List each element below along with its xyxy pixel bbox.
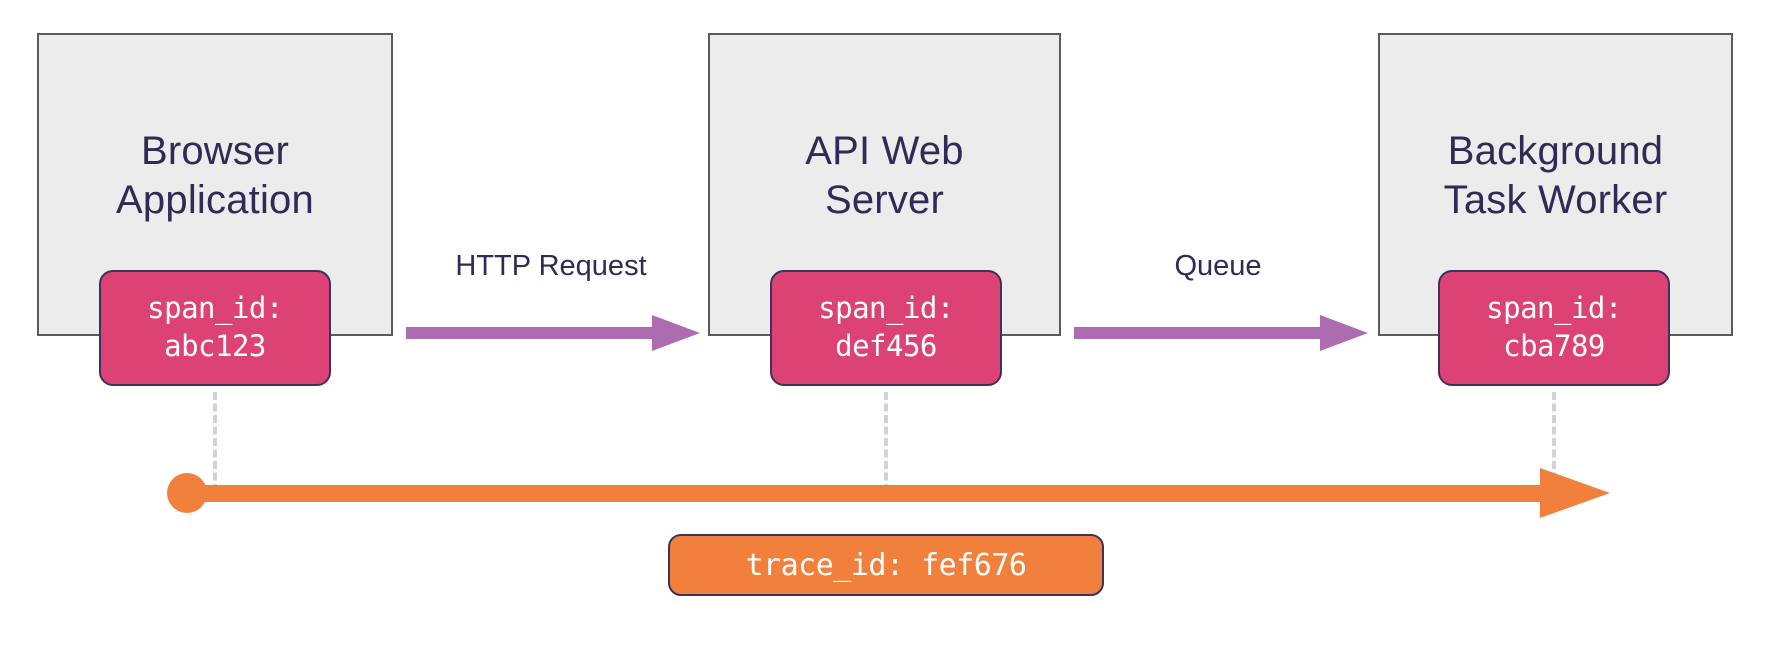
flow-arrow-http-request xyxy=(406,313,700,353)
span-badge-browser[interactable]: span_id: abc123 xyxy=(99,270,331,386)
service-title-worker: Background Task Worker xyxy=(1443,129,1668,222)
lifeline-browser xyxy=(213,392,217,492)
span-badge-worker[interactable]: span_id: cba789 xyxy=(1438,270,1670,386)
trace-timeline-arrow xyxy=(160,462,1610,524)
flow-label-http-request: HTTP Request xyxy=(455,250,647,282)
flow-label-queue: Queue xyxy=(1174,250,1262,282)
flow-arrow-queue xyxy=(1074,313,1368,353)
service-title-browser: Browser Application xyxy=(116,129,314,222)
service-title-api: API Web Server xyxy=(805,129,964,222)
lifeline-worker xyxy=(1552,392,1556,492)
lifeline-api xyxy=(884,392,888,492)
trace-id-badge[interactable]: trace_id: fef676 xyxy=(668,534,1104,596)
trace-arrowhead xyxy=(1540,468,1610,518)
span-badge-api[interactable]: span_id: def456 xyxy=(770,270,1002,386)
trace-line xyxy=(180,485,1548,502)
